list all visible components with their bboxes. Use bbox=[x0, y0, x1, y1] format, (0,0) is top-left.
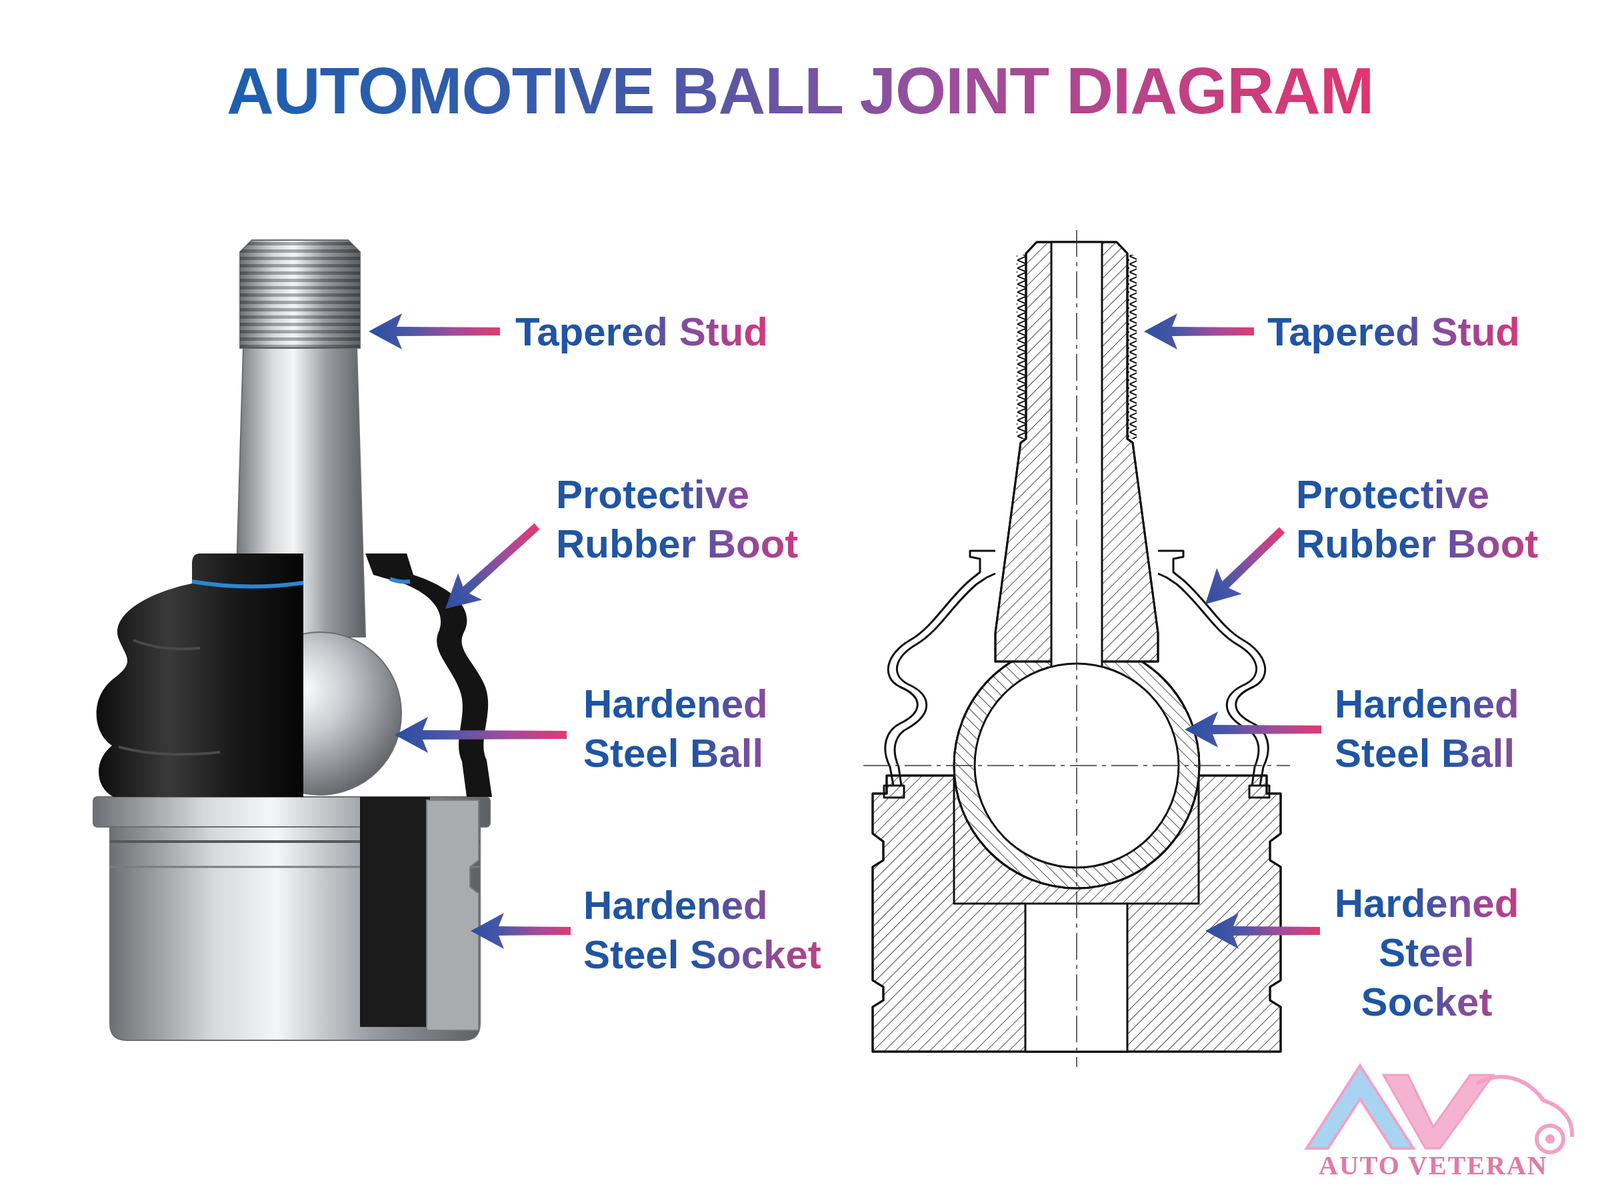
part-label: Hardened Steel Ball bbox=[1334, 679, 1595, 778]
watermark-logo bbox=[1306, 1065, 1572, 1152]
leader-arrow bbox=[394, 716, 567, 753]
leader-arrow bbox=[368, 313, 500, 350]
boot-highlight bbox=[118, 640, 220, 754]
socket-wall bbox=[426, 800, 479, 1030]
boot-line bbox=[894, 573, 996, 786]
stud-thread bbox=[240, 240, 360, 348]
leader-arrow bbox=[433, 512, 550, 622]
logo-wheel bbox=[1536, 1125, 1564, 1152]
boot-ring bbox=[390, 578, 410, 582]
center-line bbox=[863, 764, 1290, 766]
leader-arrow bbox=[1144, 313, 1254, 350]
leader-arrow bbox=[1192, 516, 1295, 617]
thread-teeth bbox=[1016, 254, 1026, 439]
part-label: Hardened Steel Ball bbox=[583, 679, 844, 778]
diagram-title: AUTOMOTIVE BALL JOINT DIAGRAM bbox=[226, 53, 1374, 129]
boot-line bbox=[885, 550, 996, 786]
part-label: Hardened Steel Socket bbox=[583, 880, 844, 980]
part-label: Protective Rubber Boot bbox=[556, 470, 816, 569]
leader-arrow bbox=[1184, 711, 1322, 748]
part-label: Tapered Stud bbox=[1267, 307, 1520, 357]
watermark: AUTO VETERAN bbox=[1318, 1149, 1548, 1182]
logo-hub bbox=[1545, 1134, 1555, 1144]
part-label: Hardened Steel Socket bbox=[1322, 878, 1531, 1027]
socket-interior bbox=[360, 796, 430, 1027]
boot-ring bbox=[192, 581, 304, 587]
boot-line bbox=[1158, 573, 1259, 786]
boot-lip bbox=[884, 785, 904, 798]
boot-lip bbox=[1249, 785, 1270, 798]
logo-v bbox=[1383, 1074, 1494, 1148]
part-label: Protective Rubber Boot bbox=[1296, 470, 1556, 569]
center-line bbox=[1076, 230, 1078, 1067]
leader-arrow bbox=[470, 912, 571, 949]
leader-arrow bbox=[1205, 912, 1320, 949]
leader-arrows bbox=[368, 313, 1322, 949]
rubber-boot bbox=[96, 553, 304, 797]
photo-ball-joint bbox=[93, 240, 492, 1040]
part-label: Tapered Stud bbox=[515, 307, 768, 357]
thread-teeth bbox=[1127, 254, 1137, 439]
stud-thread bbox=[240, 240, 360, 348]
